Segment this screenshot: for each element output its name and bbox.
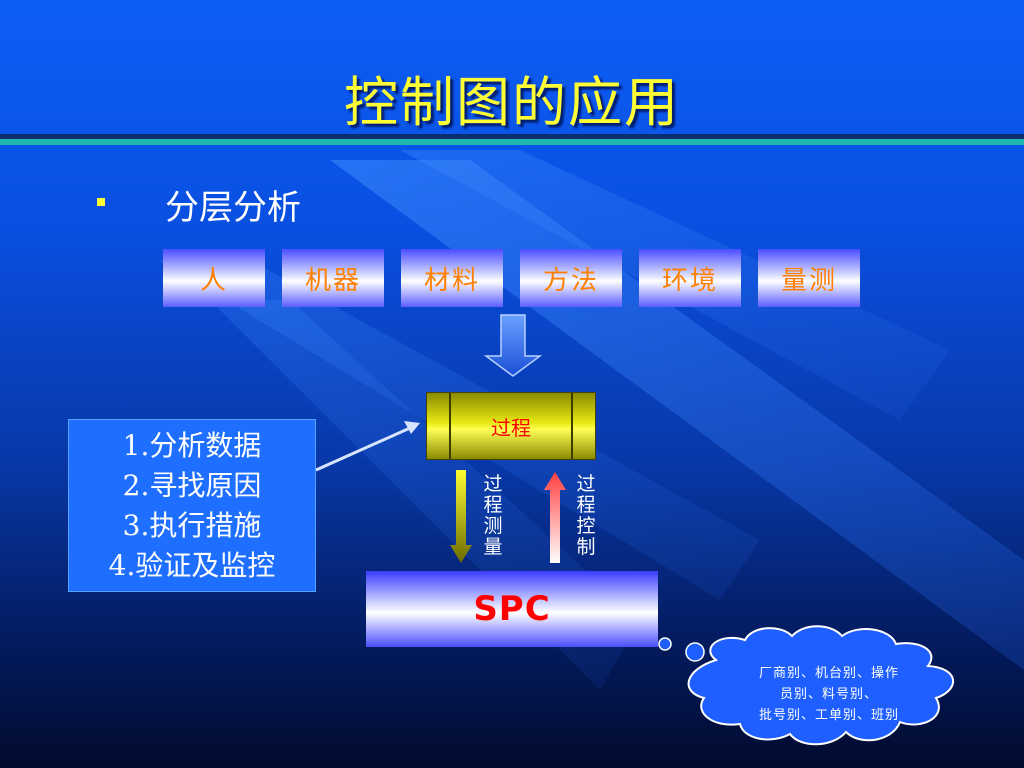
spc-box: SPC bbox=[366, 571, 658, 647]
factor-box-method: 方法 bbox=[520, 249, 622, 307]
factor-box-machine: 机器 bbox=[282, 249, 384, 307]
cloud-line-2: 员别、料号别、 bbox=[779, 687, 878, 702]
process-box-right-bar bbox=[571, 393, 573, 459]
step-item-3: 3.执行措施 bbox=[122, 509, 262, 542]
steps-box: 1.分析数据 2.寻找原因 3.执行措施 4.验证及监控 bbox=[68, 419, 316, 592]
factor-box-environment: 环境 bbox=[639, 249, 741, 307]
factor-box-material: 材料 bbox=[401, 249, 503, 307]
factor-box-measurement: 量测 bbox=[758, 249, 860, 307]
control-up-arrow-icon bbox=[544, 472, 566, 563]
thought-cloud-text: 厂商别、机台别、操作 员别、料号别、 批号别、工单别、班别 bbox=[724, 663, 934, 726]
process-control-label: 过程控制 bbox=[576, 473, 596, 558]
title-rule-teal bbox=[0, 139, 1024, 145]
pointer-arrow-icon bbox=[315, 426, 411, 472]
thought-dot-medium bbox=[658, 637, 672, 651]
process-box-left-bar bbox=[449, 393, 451, 459]
process-box: 过程 bbox=[426, 392, 596, 460]
bullet-square-icon bbox=[97, 198, 105, 206]
slide-title: 控制图的应用 bbox=[344, 71, 680, 134]
process-measure-label: 过程测量 bbox=[483, 473, 503, 558]
thought-dot-large bbox=[685, 642, 705, 662]
title-rule-dark bbox=[0, 134, 1024, 139]
step-item-1: 1.分析数据 bbox=[122, 429, 262, 462]
step-item-4: 4.验证及监控 bbox=[108, 549, 276, 582]
measure-down-arrow-icon bbox=[450, 470, 472, 563]
big-down-arrow-icon bbox=[483, 314, 543, 377]
factor-box-person: 人 bbox=[163, 249, 265, 307]
step-item-2: 2.寻找原因 bbox=[122, 469, 262, 502]
cloud-line-3: 批号别、工单别、班别 bbox=[758, 708, 899, 723]
process-label: 过程 bbox=[491, 415, 531, 440]
cloud-line-1: 厂商别、机台别、操作 bbox=[758, 666, 899, 681]
bullet-heading: 分层分析 bbox=[165, 188, 301, 228]
